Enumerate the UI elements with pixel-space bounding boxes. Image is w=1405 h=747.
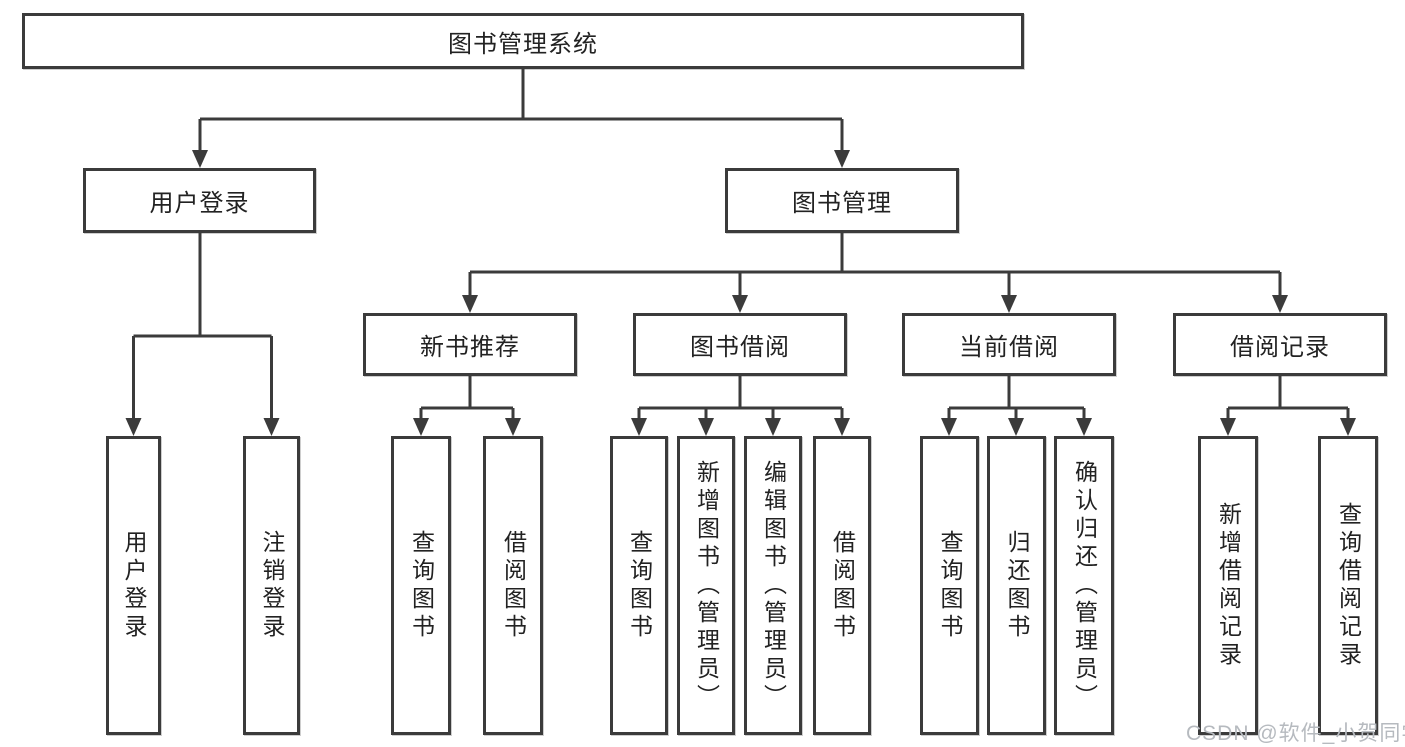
arrowhead xyxy=(1340,418,1356,436)
node-new-book-recommend-label: 新书推荐 xyxy=(420,334,520,361)
edge-user-login-children xyxy=(125,233,280,436)
edge-root-to-level2 xyxy=(192,69,850,168)
arrowhead xyxy=(698,418,714,436)
leaf-query-books-recommend-label: 查询图书 xyxy=(408,529,435,642)
leaf-add-borrow-record-label: 新增借阅记录 xyxy=(1215,501,1242,670)
leaf-edit-book-admin: 编辑图书（管理员） xyxy=(744,436,802,735)
node-user-login-label: 用户登录 xyxy=(149,190,250,217)
edge-current-borrow-children xyxy=(941,376,1092,436)
leaf-user-login: 用户登录 xyxy=(106,436,161,735)
leaf-borrow-books-label: 借阅图书 xyxy=(829,529,856,642)
node-library-management-system-label: 图书管理系统 xyxy=(448,30,598,58)
leaf-add-book-admin-label: 新增图书（管理员） xyxy=(693,459,720,712)
node-book-management-label: 图书管理 xyxy=(792,190,892,217)
arrowhead xyxy=(1272,295,1288,313)
arrowhead xyxy=(1076,418,1092,436)
arrowhead xyxy=(631,418,647,436)
node-library-management-system: 图书管理系统 xyxy=(22,13,1024,69)
leaf-add-book-admin: 新增图书（管理员） xyxy=(677,436,735,735)
node-book-borrow: 图书借阅 xyxy=(633,313,847,376)
leaf-confirm-return-admin: 确认归还（管理员） xyxy=(1054,436,1114,735)
node-book-borrow-label: 图书借阅 xyxy=(690,334,790,361)
leaf-return-book-label: 归还图书 xyxy=(1004,529,1030,642)
node-current-borrow: 当前借阅 xyxy=(902,313,1116,376)
arrowhead xyxy=(732,295,748,313)
leaf-borrow-books-recommend: 借阅图书 xyxy=(483,436,543,735)
arrowhead xyxy=(765,418,781,436)
leaf-user-login-label: 用户登录 xyxy=(121,529,147,642)
leaf-logout-label: 注销登录 xyxy=(259,529,285,642)
leaf-add-borrow-record: 新增借阅记录 xyxy=(1198,436,1258,735)
watermark: CSDN @软件_小贺同学 xyxy=(1186,722,1405,745)
arrowhead xyxy=(505,418,521,436)
leaf-query-borrow-record: 查询借阅记录 xyxy=(1318,436,1378,735)
leaf-return-book: 归还图书 xyxy=(987,436,1046,735)
edge-book-management-children xyxy=(462,233,1288,313)
leaf-logout: 注销登录 xyxy=(243,436,300,735)
edge-new-book-recommend-children xyxy=(413,376,521,436)
arrowhead xyxy=(263,418,280,436)
leaf-query-books-current: 查询图书 xyxy=(920,436,979,735)
arrowhead xyxy=(413,418,429,436)
leaf-query-books-borrow: 查询图书 xyxy=(610,436,668,735)
node-book-management: 图书管理 xyxy=(725,168,959,233)
arrowhead xyxy=(1220,418,1236,436)
edge-borrow-records-children xyxy=(1220,376,1356,436)
arrowhead xyxy=(1008,418,1024,436)
arrowhead xyxy=(125,418,142,436)
node-current-borrow-label: 当前借阅 xyxy=(959,334,1059,361)
leaf-confirm-return-admin-label: 确认归还（管理员） xyxy=(1071,459,1098,712)
arrowhead xyxy=(192,150,208,168)
node-user-login: 用户登录 xyxy=(83,168,316,233)
node-borrow-records: 借阅记录 xyxy=(1173,313,1387,376)
arrowhead xyxy=(941,418,957,436)
leaf-borrow-books: 借阅图书 xyxy=(813,436,871,735)
leaf-query-borrow-record-label: 查询借阅记录 xyxy=(1335,501,1362,670)
node-borrow-records-label: 借阅记录 xyxy=(1230,334,1330,361)
arrowhead xyxy=(462,295,478,313)
leaf-edit-book-admin-label: 编辑图书（管理员） xyxy=(760,459,787,712)
leaf-borrow-books-recommend-label: 借阅图书 xyxy=(500,529,527,642)
leaf-query-books-recommend: 查询图书 xyxy=(391,436,451,735)
arrowhead xyxy=(834,150,850,168)
arrowhead xyxy=(1001,295,1017,313)
node-new-book-recommend: 新书推荐 xyxy=(363,313,577,376)
leaf-query-books-current-label: 查询图书 xyxy=(937,529,963,642)
arrowhead xyxy=(834,418,850,436)
edge-book-borrow-children xyxy=(631,376,850,436)
leaf-query-books-borrow-label: 查询图书 xyxy=(626,529,653,642)
